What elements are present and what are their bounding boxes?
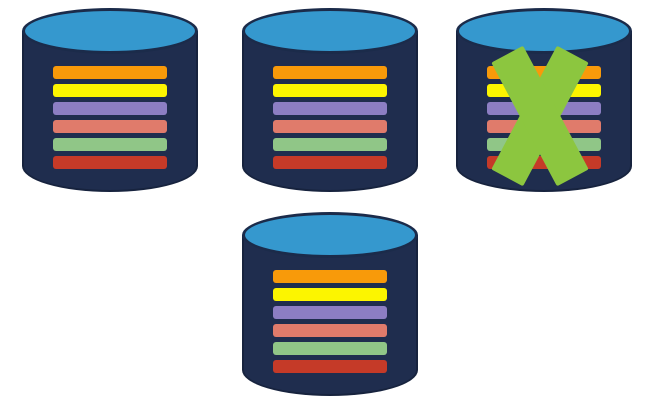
replica-bar	[273, 324, 387, 337]
failure-x-icon	[465, 41, 615, 191]
db-node-2	[242, 8, 418, 192]
cylinder-top-ellipse	[242, 212, 418, 258]
db-node-4	[242, 212, 418, 396]
replica-bar	[273, 306, 387, 319]
cylinder-top-ellipse	[22, 8, 198, 54]
replica-bar	[273, 288, 387, 301]
replica-bar	[273, 66, 387, 79]
replica-list	[273, 66, 387, 169]
replica-list	[273, 270, 387, 373]
db-node-3	[456, 8, 632, 192]
replica-bar	[53, 102, 167, 115]
replica-bar	[53, 138, 167, 151]
replica-bar	[273, 270, 387, 283]
node-title	[242, 212, 418, 258]
replica-bar	[273, 120, 387, 133]
cylinder-top-ellipse	[456, 8, 632, 54]
replica-bar	[273, 84, 387, 97]
replica-bar	[273, 102, 387, 115]
replica-bar	[53, 156, 167, 169]
cylinder-top-ellipse	[242, 8, 418, 54]
replica-bar	[273, 138, 387, 151]
replica-list	[53, 66, 167, 169]
node-title	[242, 8, 418, 54]
node-title	[22, 8, 198, 54]
replica-bar	[273, 342, 387, 355]
replica-bar	[53, 66, 167, 79]
replica-bar	[273, 156, 387, 169]
db-node-1	[22, 8, 198, 192]
replica-bar	[53, 120, 167, 133]
replica-bar	[273, 360, 387, 373]
replica-bar	[53, 84, 167, 97]
